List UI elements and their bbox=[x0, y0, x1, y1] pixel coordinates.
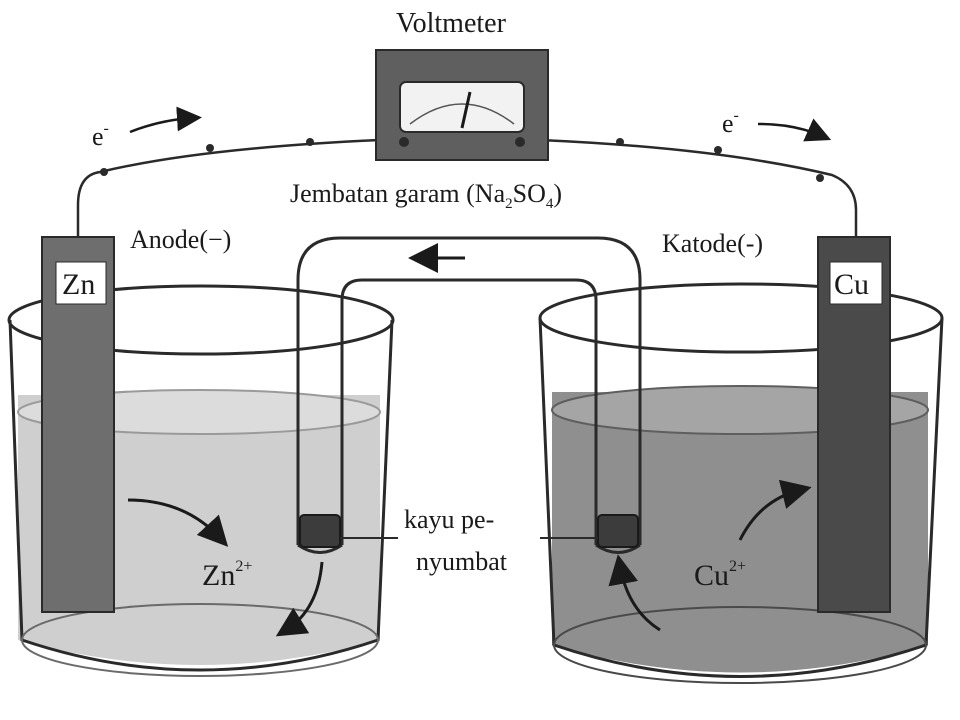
salt-bridge-outer bbox=[296, 236, 642, 545]
right-beaker-bottom bbox=[553, 606, 927, 684]
svg-text:e-: e- bbox=[722, 107, 739, 138]
plug-label-line2: nyumbat bbox=[416, 547, 508, 576]
zinc-ion-arrow bbox=[127, 498, 229, 547]
zinc-ion-label: Zn2+ bbox=[202, 558, 252, 592]
right-bridge-inflow-arrow bbox=[608, 554, 661, 632]
left-beaker-rim bbox=[7, 284, 395, 356]
salt-bridge-inner bbox=[340, 278, 598, 545]
copper-ion-arrow bbox=[738, 479, 812, 541]
voltmeter-needle bbox=[460, 91, 472, 129]
left-plug bbox=[299, 514, 341, 548]
zinc-label-box bbox=[55, 261, 107, 305]
plug-label-line1: kayu pe- bbox=[404, 505, 494, 534]
cathode-label: Katode(-) bbox=[662, 229, 763, 258]
right-beaker-wall bbox=[538, 317, 944, 678]
zinc-electrode-label: Zn bbox=[62, 268, 95, 301]
external-circuit-wire bbox=[76, 138, 858, 237]
copper-electrode-label: Cu bbox=[834, 268, 869, 301]
right-plug bbox=[597, 514, 639, 548]
left-beaker-bottom bbox=[21, 603, 379, 677]
electron-flow-right: e- bbox=[722, 107, 832, 142]
anode-label: Anode(−) bbox=[130, 225, 231, 254]
electron-charge-left: - bbox=[104, 120, 109, 137]
voltmeter-label: Voltmeter bbox=[396, 8, 507, 39]
electron-arrow-left bbox=[129, 106, 202, 134]
copper-electrode: Cu bbox=[817, 236, 891, 613]
electron-charge-right: - bbox=[734, 107, 739, 124]
electron-symbol-left: e bbox=[92, 122, 104, 151]
electron-flow-left: e- bbox=[92, 106, 202, 151]
voltmeter: Voltmeter bbox=[375, 8, 549, 161]
copper-label-box bbox=[829, 261, 883, 305]
zinc-electrode: Zn bbox=[41, 236, 115, 613]
svg-text:e-: e- bbox=[92, 120, 109, 151]
right-beaker-rim bbox=[538, 282, 944, 354]
electron-arrow-right bbox=[757, 118, 832, 142]
voltmeter-dial bbox=[399, 81, 525, 133]
left-beaker-wall bbox=[8, 319, 394, 672]
copper-ion-label: Cu2+ bbox=[694, 558, 746, 592]
salt-bridge-label: Jembatan garam (Na2SO4) bbox=[290, 179, 562, 212]
salt-bridge-tube bbox=[296, 236, 642, 554]
electron-symbol-right: e bbox=[722, 109, 734, 138]
left-bridge-outflow-arrow bbox=[275, 561, 324, 637]
